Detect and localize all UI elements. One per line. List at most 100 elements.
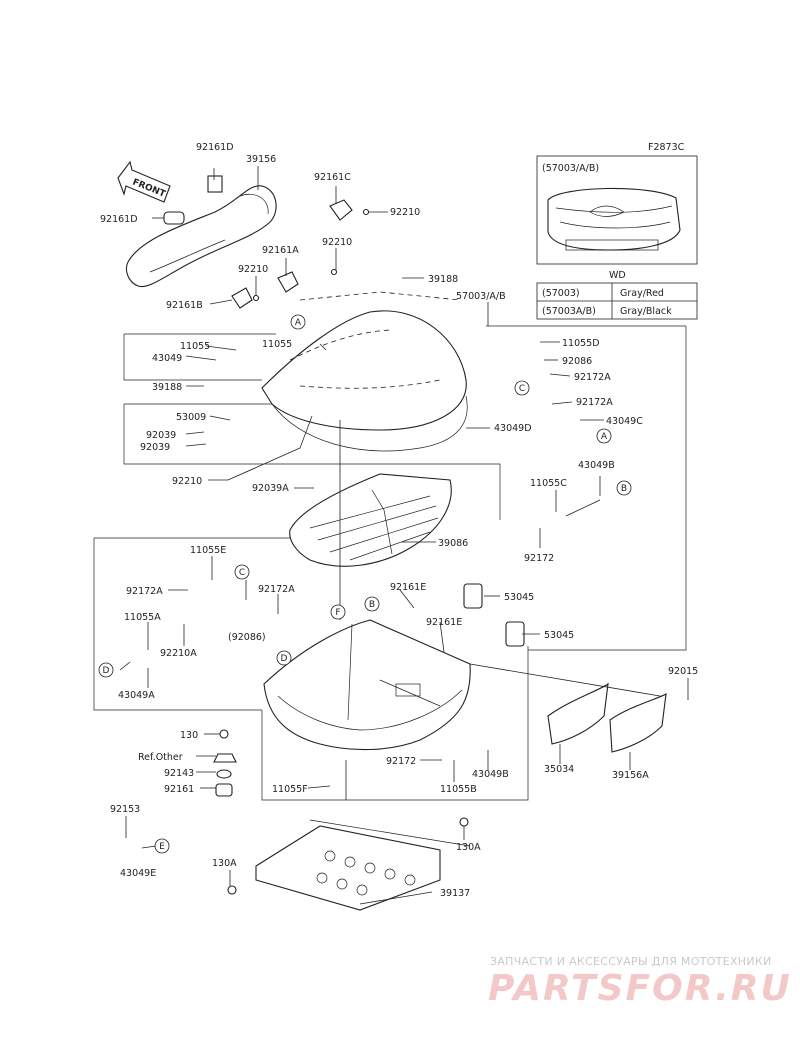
top-case-illustration xyxy=(547,187,681,251)
svg-text:D: D xyxy=(281,654,288,664)
label-57003AB: 57003/A/B xyxy=(456,291,506,302)
label-43049E: 43049E xyxy=(120,868,156,879)
label-43049D: 43049D xyxy=(494,423,532,434)
label-11055A: 11055A xyxy=(124,612,161,623)
spacer-92161D-left xyxy=(163,211,185,225)
label-92161E-b: 92161E xyxy=(426,617,462,628)
label-92172A-b: 92172A xyxy=(576,397,613,408)
label-92161E-a: 92161E xyxy=(390,582,426,593)
figure-code: F2873C xyxy=(648,142,685,153)
label-43049B-b: 43049B xyxy=(472,769,509,780)
label-92161D-a: 92161D xyxy=(196,142,234,153)
color-table-header: WD xyxy=(609,270,626,281)
bolt-130A-right xyxy=(459,817,469,827)
label-39156: 39156 xyxy=(246,154,276,165)
svg-text:B: B xyxy=(621,484,627,494)
label-11055E: 11055E xyxy=(190,545,226,556)
color-row-color-1: Gray/Red xyxy=(620,288,664,299)
label-92210-d: 92210 xyxy=(172,476,202,487)
svg-text:A: A xyxy=(295,318,302,328)
bolt-130A-left xyxy=(227,885,237,895)
label-92172A-d: 92172A xyxy=(258,584,295,595)
ref-marker-B-2: B xyxy=(364,596,380,612)
label-92161D-b: 92161D xyxy=(100,214,138,225)
label-92015: 92015 xyxy=(668,666,698,677)
label-53009: 53009 xyxy=(176,412,206,423)
inner-tray xyxy=(289,473,452,567)
label-43049A: 43049A xyxy=(118,690,155,701)
label-39156A: 39156A xyxy=(612,770,649,781)
label-92153: 92153 xyxy=(110,804,140,815)
label-92143: 92143 xyxy=(164,768,194,779)
backrest-pad xyxy=(125,185,277,288)
carrier-rack xyxy=(255,819,471,911)
ref-marker-A-1: A xyxy=(290,314,306,330)
label-53045-b: 53045 xyxy=(544,630,574,641)
label-35034: 35034 xyxy=(544,764,574,775)
label-53045-a: 53045 xyxy=(504,592,534,603)
frames xyxy=(93,325,687,801)
label-130A-b: 130A xyxy=(456,842,481,853)
ref-marker-F: F xyxy=(330,604,346,620)
ref-marker-D-1: D xyxy=(98,662,114,678)
label-39188-a: 39188 xyxy=(428,274,458,285)
label-92161B: 92161B xyxy=(166,300,203,311)
bracket-92161B xyxy=(231,287,260,309)
label-92039-b: 92039 xyxy=(140,442,170,453)
side-cover-39156A xyxy=(609,692,667,753)
label-92172A-c: 92172A xyxy=(126,586,163,597)
ref-marker-A-2: A xyxy=(596,428,612,444)
label-130: 130 xyxy=(180,730,198,741)
ref-marker-C-1: C xyxy=(514,380,530,396)
bracket-92161A xyxy=(277,268,338,293)
label-11055-b: 11055 xyxy=(262,339,292,350)
part-labels: 92161D 39156 92161C 92210 92161D 92161A … xyxy=(100,142,698,899)
label-43049: 43049 xyxy=(152,353,182,364)
label-39086: 39086 xyxy=(438,538,468,549)
label-43049C: 43049C xyxy=(606,416,643,427)
inset-box: (57003/A/B) xyxy=(536,155,698,265)
hardware-stack xyxy=(213,729,237,797)
label-11055D: 11055D xyxy=(562,338,600,349)
label-92172A-a: 92172A xyxy=(574,372,611,383)
svg-text:C: C xyxy=(519,384,525,394)
lid-assembly xyxy=(261,291,468,452)
label-92210-c: 92210 xyxy=(238,264,268,275)
color-row-part-1: (57003) xyxy=(542,288,580,299)
label-11055C: 11055C xyxy=(530,478,567,489)
label-92039A: 92039A xyxy=(252,483,289,494)
ref-marker-B-1: B xyxy=(616,480,632,496)
svg-text:B: B xyxy=(369,600,375,610)
label-92210A: 92210A xyxy=(160,648,197,659)
label-92210-b: 92210 xyxy=(322,237,352,248)
label-ref-other: Ref.Other xyxy=(138,752,183,763)
color-row-color-2: Gray/Black xyxy=(620,306,672,317)
label-92172-b: 92172 xyxy=(386,756,416,767)
case-body xyxy=(263,619,471,751)
svg-text:A: A xyxy=(601,432,608,442)
latch-53045-a xyxy=(463,583,483,609)
label-92210-a: 92210 xyxy=(390,207,420,218)
side-cover-35034 xyxy=(547,682,609,745)
label-92161C: 92161C xyxy=(314,172,351,183)
svg-text:E: E xyxy=(159,842,165,852)
leader-lines xyxy=(119,166,689,905)
label-11055F: 11055F xyxy=(272,784,308,795)
ref-marker-D-2: D xyxy=(276,650,292,666)
latch-53045-b xyxy=(505,621,525,647)
front-arrow: FRONT xyxy=(117,160,171,203)
color-row-part-2: (57003A/B) xyxy=(542,306,596,317)
ref-marker-C-2: C xyxy=(234,564,250,580)
svg-text:D: D xyxy=(103,666,110,676)
label-92039-a: 92039 xyxy=(146,430,176,441)
inset-title: (57003/A/B) xyxy=(542,163,599,174)
label-39137: 39137 xyxy=(440,888,470,899)
label-92086-b: (92086) xyxy=(228,632,266,643)
svg-text:C: C xyxy=(239,568,245,578)
label-92161: 92161 xyxy=(164,784,194,795)
label-39188-b: 39188 xyxy=(152,382,182,393)
spacer-92161D-top xyxy=(207,175,223,193)
label-92086-a: 92086 xyxy=(562,356,592,367)
color-table: WD (57003) Gray/Red (57003A/B) Gray/Blac… xyxy=(536,270,698,320)
